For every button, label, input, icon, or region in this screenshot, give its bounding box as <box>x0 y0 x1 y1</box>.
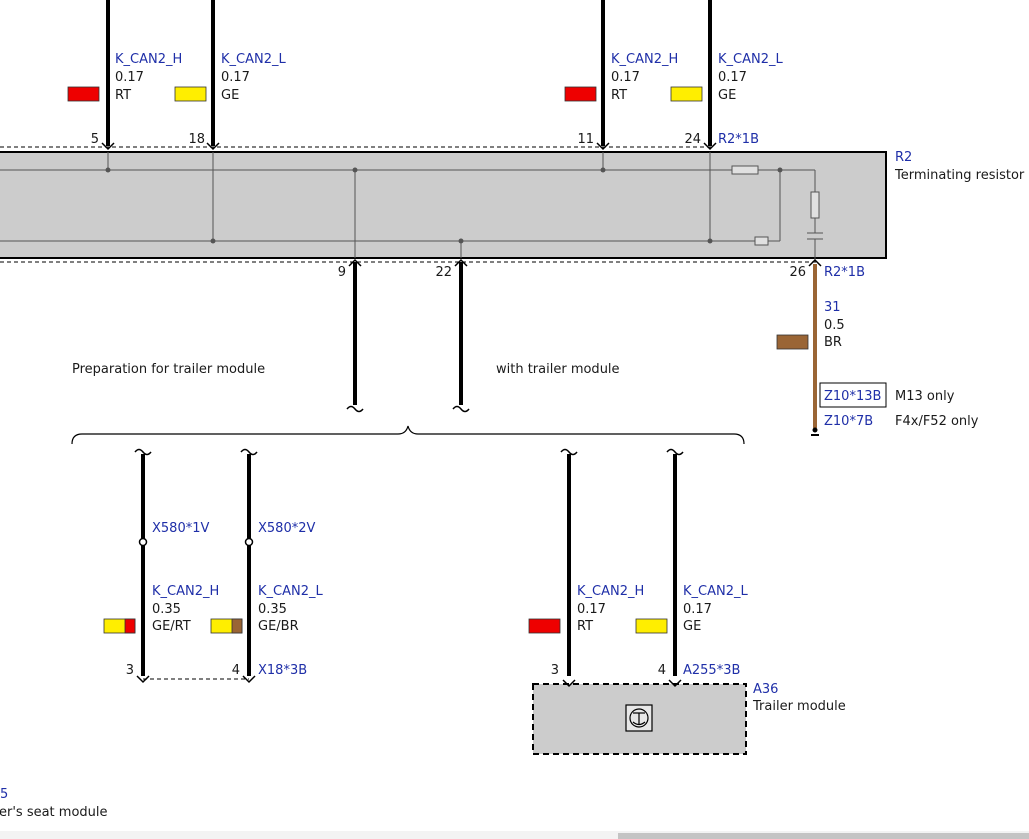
wire-color: GE <box>683 619 701 634</box>
scrollbar-thumb[interactable] <box>618 833 1029 839</box>
signal-label[interactable]: K_CAN2_L <box>221 52 286 67</box>
wire-color: BR <box>824 335 842 350</box>
wire-break-marks <box>346 405 470 413</box>
wire-color: RT <box>577 619 593 634</box>
resistor-symbol-bottom <box>754 236 769 246</box>
resistor-symbol-vertical <box>810 191 820 219</box>
resistor-symbol-top <box>731 165 759 175</box>
component-ref[interactable]: 5 <box>0 787 8 802</box>
wire-size: 0.5 <box>824 318 845 333</box>
junction-dots <box>105 167 783 244</box>
swatch-ge-trailer <box>635 618 668 634</box>
wire-color: GE/RT <box>152 619 191 634</box>
pin-number: 18 <box>188 132 205 147</box>
signal-label[interactable]: K_CAN2_L <box>683 584 748 599</box>
swatch-rt-top-left <box>67 86 100 102</box>
variant-label-prep: Preparation for trailer module <box>72 362 265 377</box>
signal-label[interactable]: K_CAN2_H <box>611 52 678 67</box>
signal-label[interactable]: K_CAN2_H <box>577 584 644 599</box>
pin-ticks-seat <box>136 675 256 684</box>
component-name: Terminating resistor <box>894 168 1025 183</box>
variant-note: F4x/F52 only <box>895 414 979 429</box>
component-name: er's seat module <box>0 805 108 820</box>
splice-point <box>138 537 148 547</box>
variant-label-with: with trailer module <box>496 362 620 377</box>
trailer-hitch-icon <box>625 704 653 732</box>
pin-number[interactable]: 31 <box>824 300 841 315</box>
splice-label[interactable]: X580*1V <box>152 521 209 536</box>
pin-number: 5 <box>91 132 99 147</box>
signal-label[interactable]: K_CAN2_H <box>152 584 219 599</box>
pin-number: 9 <box>338 265 346 280</box>
signal-label[interactable]: K_CAN2_L <box>718 52 783 67</box>
wire-size: 0.17 <box>718 70 747 85</box>
variant-brace <box>71 425 745 445</box>
pin-number: 22 <box>435 265 452 280</box>
wire-size: 0.17 <box>611 70 640 85</box>
wire-size: 0.35 <box>258 602 287 617</box>
wire-color: RT <box>115 88 131 103</box>
wire-break-marks-lower <box>134 448 684 456</box>
wire-color: RT <box>611 88 627 103</box>
pin-number: 11 <box>577 132 594 147</box>
signal-label[interactable]: K_CAN2_H <box>115 52 182 67</box>
ground-terminal <box>812 427 818 433</box>
splice-label[interactable]: X580*2V <box>258 521 315 536</box>
pin-ticks-bottom <box>348 258 822 267</box>
signal-label[interactable]: K_CAN2_L <box>258 584 323 599</box>
pin-ticks-top <box>101 142 717 151</box>
wire-size: 0.17 <box>683 602 712 617</box>
swatch-ge-top-right <box>670 86 703 102</box>
component-ref[interactable]: A36 <box>753 682 778 697</box>
swatch-rt-top-right <box>564 86 597 102</box>
horizontal-scrollbar[interactable] <box>0 831 1029 839</box>
connector-label[interactable]: Z10*7B <box>824 414 873 429</box>
connector-label[interactable]: R2*1B <box>718 132 759 147</box>
wire-color: GE <box>718 88 736 103</box>
pin-number: 26 <box>789 265 806 280</box>
variant-note: M13 only <box>895 389 955 404</box>
wire-size: 0.35 <box>152 602 181 617</box>
splice-point <box>244 537 254 547</box>
wire-size: 0.17 <box>221 70 250 85</box>
pin-number: 3 <box>126 663 134 678</box>
component-ref[interactable]: R2 <box>895 150 912 165</box>
wire-size: 0.17 <box>577 602 606 617</box>
connector-box-m13 <box>819 382 887 408</box>
connector-label[interactable]: A255*3B <box>683 663 740 678</box>
swatch-rt-trailer <box>528 618 561 634</box>
swatch-ge-top-left <box>174 86 207 102</box>
pin-ticks-trailer <box>562 679 682 688</box>
swatch-br <box>776 334 809 350</box>
wire-color: GE/BR <box>258 619 299 634</box>
pin-number: 3 <box>551 663 559 678</box>
swatch-ge-br-stripe <box>231 618 243 634</box>
pin-number: 24 <box>684 132 701 147</box>
wire-size: 0.17 <box>115 70 144 85</box>
component-name: Trailer module <box>752 699 846 714</box>
internal-wiring <box>0 152 823 262</box>
pin-number: 4 <box>232 663 240 678</box>
connector-label[interactable]: R2*1B <box>824 265 865 280</box>
wire-color: GE <box>221 88 239 103</box>
pin-number: 4 <box>658 663 666 678</box>
swatch-ge-rt-stripe <box>124 618 136 634</box>
connector-label[interactable]: X18*3B <box>258 663 307 678</box>
connector-label[interactable]: Z10*13B <box>824 389 881 404</box>
